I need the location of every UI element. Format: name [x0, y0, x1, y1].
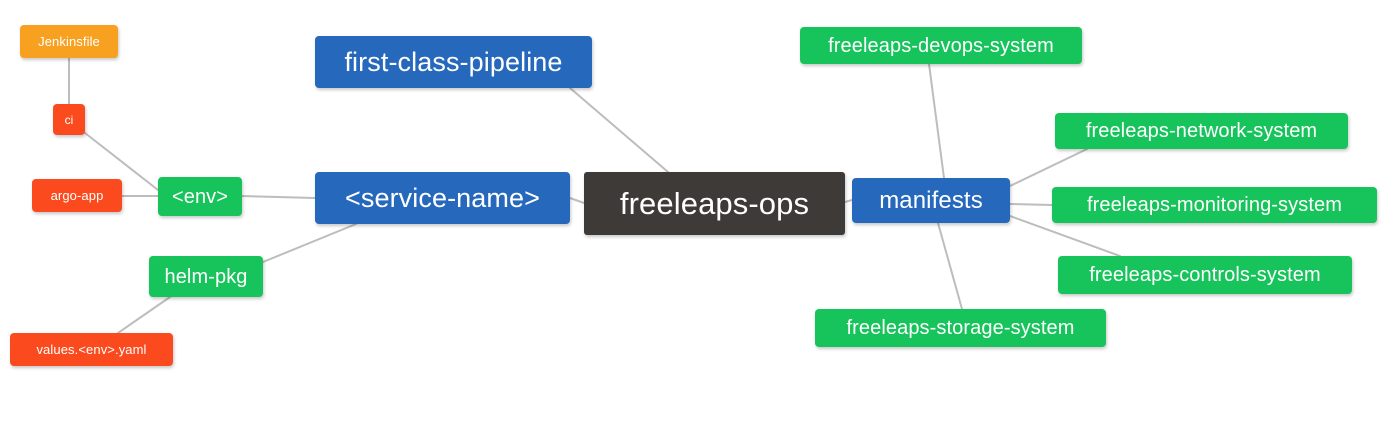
node-label: manifests — [879, 186, 983, 214]
node-first-class-pipeline[interactable]: first-class-pipeline — [315, 36, 592, 88]
node-label: freeleaps-storage-system — [846, 317, 1075, 339]
node-label: <service-name> — [345, 182, 540, 213]
node-freeleaps-devops-system[interactable]: freeleaps-devops-system — [800, 27, 1082, 64]
edge-ops-service-name — [569, 197, 585, 204]
edge-manifests-network — [1009, 148, 1088, 187]
node-label: values.<env>.yaml — [36, 342, 147, 357]
node-label: freeleaps-network-system — [1085, 120, 1318, 142]
node-label: freeleaps-monitoring-system — [1086, 194, 1342, 216]
edge-helm-pkg-values-yaml — [117, 296, 171, 334]
node-label: freeleaps-controls-system — [1089, 264, 1321, 286]
node-label: freeleaps-ops — [619, 186, 810, 221]
edge-manifests-devops — [928, 63, 945, 179]
node-label: ci — [64, 112, 74, 127]
node-manifests[interactable]: manifests — [852, 178, 1010, 223]
node-label: helm-pkg — [164, 265, 248, 288]
node-label: argo-app — [50, 188, 104, 203]
node-label: Jenkinsfile — [38, 34, 100, 49]
node-jenkinsfile[interactable]: Jenkinsfile — [20, 25, 118, 58]
node-freeleaps-network-system[interactable]: freeleaps-network-system — [1055, 113, 1348, 149]
node-freeleaps-controls-system[interactable]: freeleaps-controls-system — [1058, 256, 1352, 294]
node-argo-app[interactable]: argo-app — [32, 179, 122, 212]
edge-service-name-helm-pkg — [262, 223, 357, 263]
node-ci[interactable]: ci — [53, 104, 85, 135]
node-label: freeleaps-devops-system — [828, 34, 1054, 57]
node-freeleaps-storage-system[interactable]: freeleaps-storage-system — [815, 309, 1106, 347]
node-service-name[interactable]: <service-name> — [315, 172, 570, 224]
edge-ops-first-class-pipeline — [569, 87, 669, 173]
edge-service-name-env — [241, 195, 316, 199]
node-env[interactable]: <env> — [158, 177, 242, 216]
node-freeleaps-ops[interactable]: freeleaps-ops — [584, 172, 845, 235]
edge-manifests-monitoring — [1009, 203, 1053, 206]
node-label: first-class-pipeline — [344, 46, 563, 77]
node-values-yaml[interactable]: values.<env>.yaml — [10, 333, 173, 366]
node-label: <env> — [171, 185, 229, 208]
edge-ops-manifests — [844, 199, 853, 203]
node-freeleaps-monitoring-system[interactable]: freeleaps-monitoring-system — [1052, 187, 1377, 223]
node-helm-pkg[interactable]: helm-pkg — [149, 256, 263, 297]
edge-manifests-storage — [937, 222, 963, 310]
